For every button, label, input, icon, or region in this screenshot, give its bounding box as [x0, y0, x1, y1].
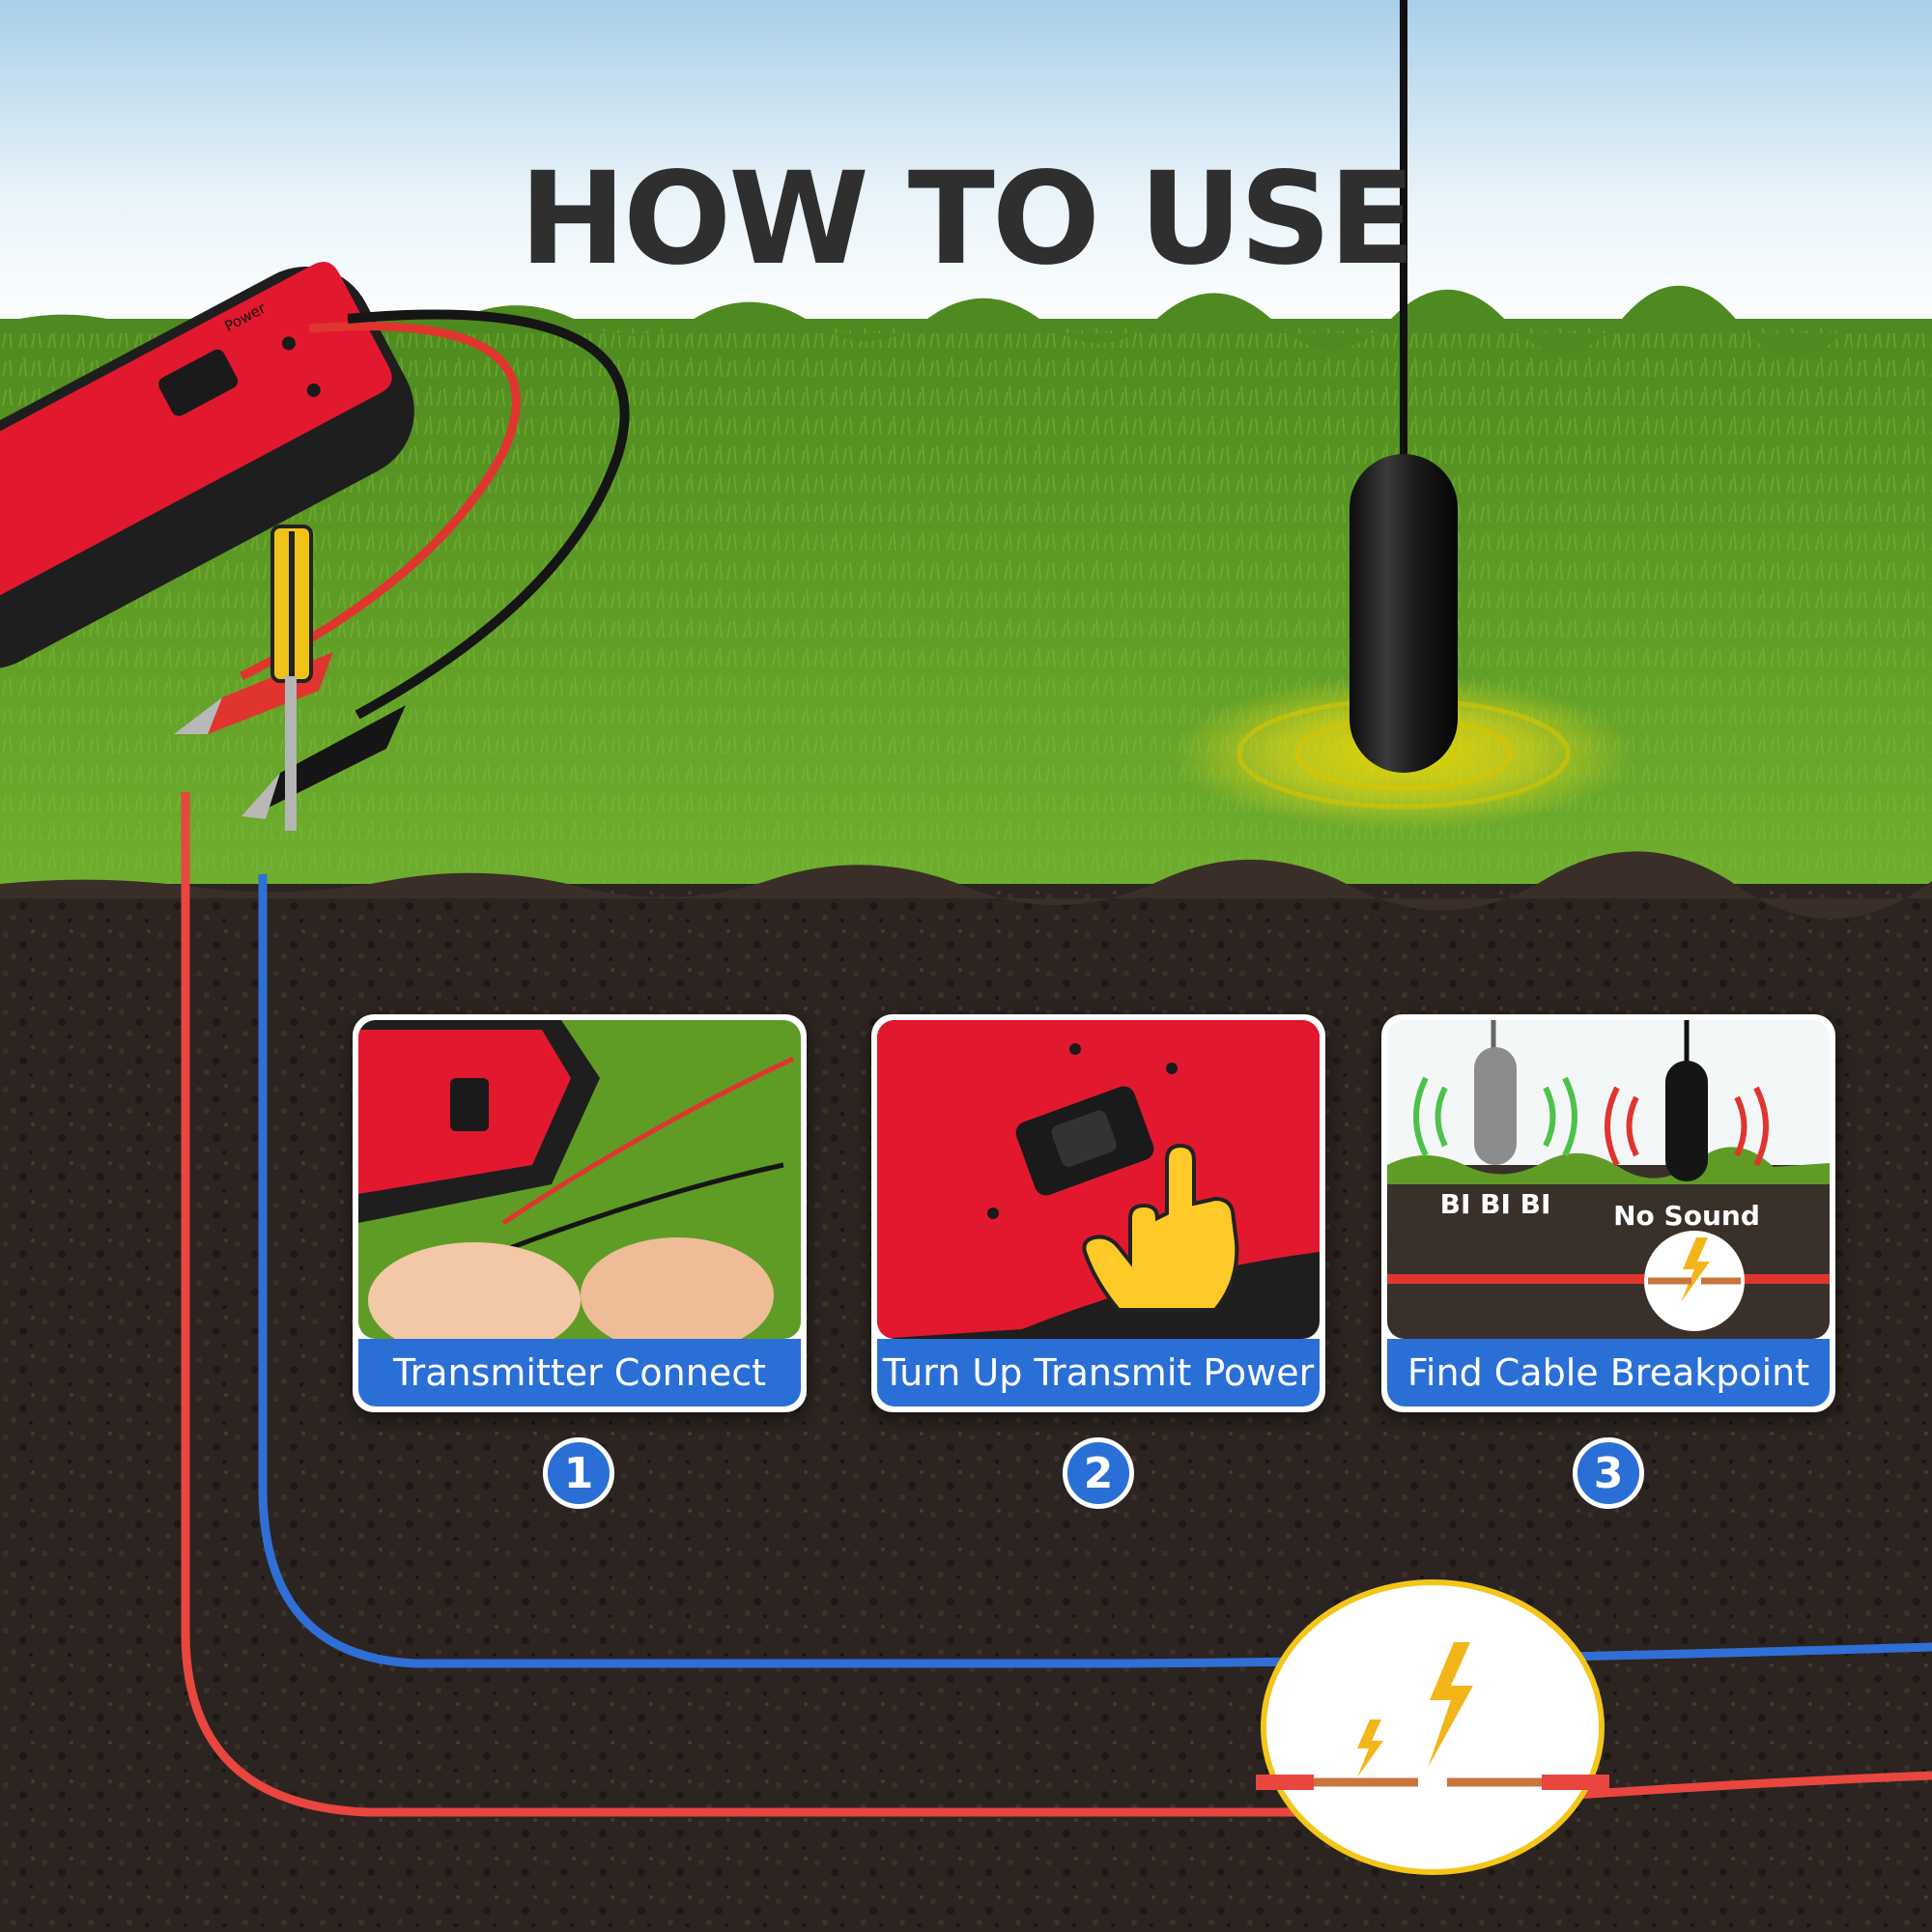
step-number-3: 3 [1573, 1437, 1644, 1509]
step-3-label: Find Cable Breakpoint [1387, 1339, 1830, 1406]
spark-icon [1428, 1642, 1473, 1768]
transmitter-device: Power [0, 262, 414, 669]
step-card-1: Transmitter Connect [353, 1014, 807, 1412]
step-2-image [877, 1020, 1320, 1339]
step-2-label: Turn Up Transmit Power [877, 1339, 1320, 1406]
spark-icon-small [1357, 1719, 1383, 1777]
black-lead [347, 309, 630, 720]
detector-probe [1172, 0, 1635, 831]
step-card-3: BI BI BI No Sound Find Cable Breakpoint [1381, 1014, 1835, 1412]
pointing-hand-icon [1082, 1143, 1239, 1312]
page-title: HOW TO USE [519, 145, 1416, 294]
signal-good-label: BI BI BI [1440, 1188, 1551, 1220]
signal-none-label: No Sound [1613, 1200, 1760, 1232]
step-card-2: Turn Up Transmit Power [871, 1014, 1325, 1412]
breakpoint-bubble [1256, 1579, 1609, 1875]
step-3-image: BI BI BI No Sound [1387, 1020, 1830, 1339]
step-1-image [358, 1020, 801, 1339]
step-number-1: 1 [543, 1437, 614, 1509]
spark-icon [1681, 1237, 1710, 1302]
black-clip [242, 705, 406, 819]
step-number-2: 2 [1063, 1437, 1134, 1509]
red-lead [239, 322, 521, 681]
screwdriver [270, 525, 313, 831]
blue-wire [258, 874, 1932, 1668]
step-1-label: Transmitter Connect [358, 1339, 801, 1406]
